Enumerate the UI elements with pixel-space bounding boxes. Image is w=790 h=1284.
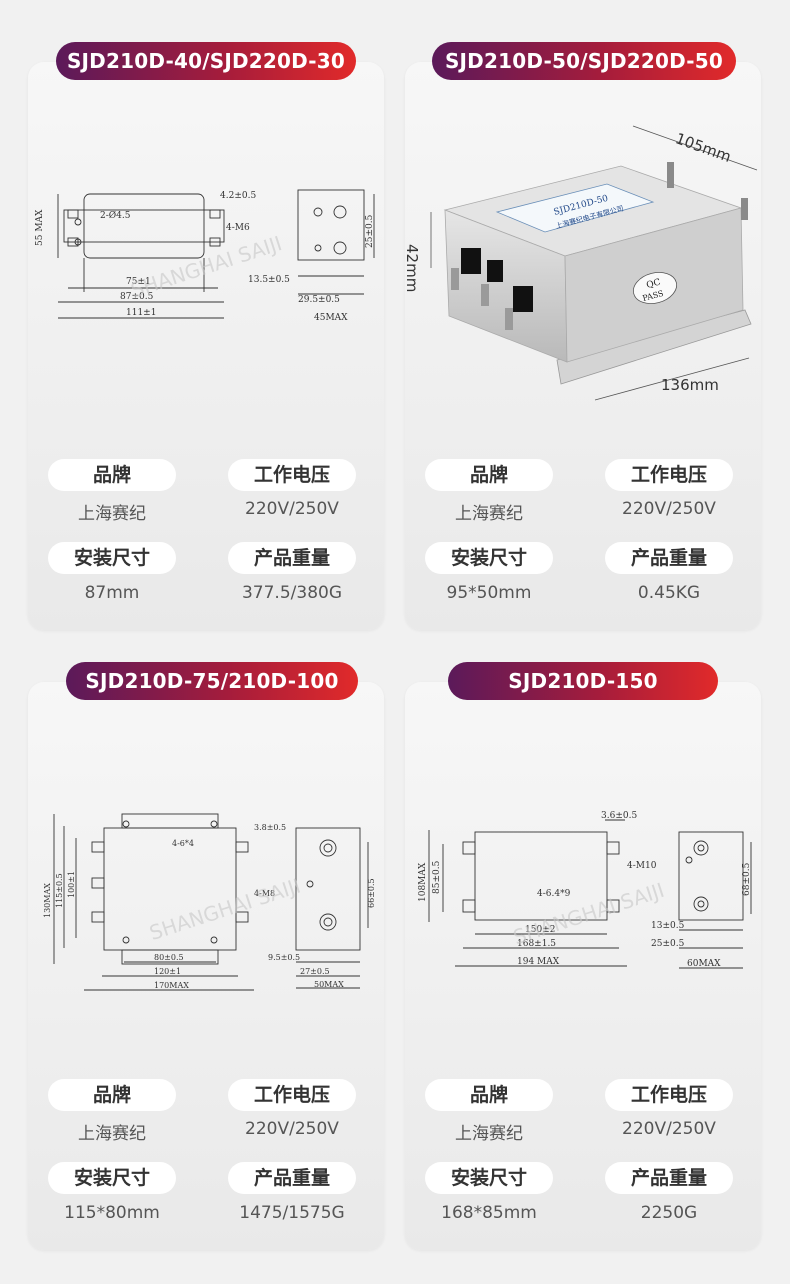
dim-label: 66±0.5	[367, 878, 376, 908]
spec-value-size: 87mm	[84, 583, 140, 603]
spec-label-voltage: 工作电压	[605, 459, 733, 491]
dim-label: 75±1	[126, 277, 151, 287]
spec-value-voltage: 220V/250V	[622, 1119, 716, 1139]
dim-label: 4.2±0.5	[220, 191, 256, 201]
spec-value-size: 168*85mm	[441, 1203, 537, 1223]
spec-value-voltage: 220V/250V	[245, 499, 339, 519]
dim-label: 55 MAX	[35, 209, 45, 246]
dim-label: 115±0.5	[55, 873, 64, 908]
spec-value-size: 95*50mm	[446, 583, 532, 603]
dim-label: 13.5±0.5	[248, 275, 290, 285]
dim-label: 194 MAX	[517, 957, 560, 967]
dim-label: 45MAX	[314, 313, 348, 323]
dim-label: 25±0.5	[651, 939, 685, 949]
product-card-3: 130MAX 115±0.5 100±1 4-6*4 3.8±0.5 4-M8 …	[28, 682, 384, 1250]
product-card-4: 108MAX 85±0.5 3.6±0.5 4-M10 4-6.4*9 150±…	[405, 682, 761, 1250]
spec-value-brand: 上海赛纪	[78, 1124, 146, 1144]
qc-text: QC	[645, 278, 661, 291]
spec-label-size: 安装尺寸	[425, 1162, 553, 1194]
spec-label-weight: 产品重量	[605, 1162, 733, 1194]
dimension-drawing-3: 130MAX 115±0.5 100±1 4-6*4 3.8±0.5 4-M8 …	[43, 813, 376, 991]
spec-label-voltage: 工作电压	[228, 1079, 356, 1111]
dim-label: 130MAX	[43, 883, 52, 918]
spec-label-weight: 产品重量	[228, 542, 356, 574]
dimension-drawing-1: 55 MAX 2-Ø4.5 4.2±0.5 4-M6 75±1 87±0.5 1…	[35, 189, 375, 323]
dim-label: 111±1	[126, 308, 156, 318]
product-title-4: SJD210D-150	[448, 662, 718, 700]
dim-label: 85±0.5	[432, 860, 442, 894]
spec-value-weight: 2250G	[640, 1203, 698, 1223]
spec-label-brand: 品牌	[425, 1079, 553, 1111]
spec-label-weight: 产品重量	[228, 1162, 356, 1194]
spec-value-brand: 上海赛纪	[78, 504, 146, 524]
dim-label: 120±1	[154, 967, 181, 976]
dim-length: 105mm	[673, 129, 734, 166]
spec-value-weight: 377.5/380G	[241, 583, 343, 603]
spec-label-brand: 品牌	[425, 459, 553, 491]
spec-label-voltage: 工作电压	[228, 459, 356, 491]
dim-label: 168±1.5	[517, 939, 556, 949]
dim-label: 25±0.5	[365, 214, 375, 248]
spec-label-size: 安装尺寸	[48, 1162, 176, 1194]
dim-label: 4-M6	[226, 223, 250, 233]
spec-label-weight: 产品重量	[605, 542, 733, 574]
dim-label: 27±0.5	[300, 967, 330, 976]
dim-label: 4-6*4	[172, 839, 194, 848]
dim-label: 50MAX	[314, 980, 344, 989]
dim-label: 170MAX	[154, 981, 189, 990]
dim-label: 9.5±0.5	[268, 953, 300, 962]
dim-label: 100±1	[67, 871, 76, 898]
dim-label: 3.8±0.5	[254, 823, 286, 832]
spec-value-weight: 1475/1575G	[239, 1203, 345, 1223]
spec-value-weight: 0.45KG	[637, 583, 701, 603]
spec-label-size: 安装尺寸	[425, 542, 553, 574]
dim-label: 4-6.4*9	[537, 889, 571, 899]
product-title-3: SJD210D-75/210D-100	[66, 662, 358, 700]
product-photo-2: SJD210D-50 上海赛纪电子有限公司 QC PASS 105mm 42mm…	[405, 125, 758, 401]
spec-value-voltage: 220V/250V	[245, 1119, 339, 1139]
spec-value-size: 115*80mm	[64, 1203, 160, 1223]
dim-label: 80±0.5	[154, 953, 184, 962]
dim-label: 87±0.5	[120, 292, 154, 302]
dim-label: 4-M10	[627, 861, 657, 871]
dim-label: 13±0.5	[651, 921, 685, 931]
product-title-2: SJD210D-50/SJD220D-50	[432, 42, 736, 80]
spec-label-brand: 品牌	[48, 459, 176, 491]
spec-value-brand: 上海赛纪	[455, 504, 523, 524]
dim-label: 2-Ø4.5	[100, 210, 131, 221]
product-card-2: SJD210D-50 上海赛纪电子有限公司 QC PASS 105mm 42mm…	[405, 62, 761, 630]
dimension-drawing-4: 108MAX 85±0.5 3.6±0.5 4-M10 4-6.4*9 150±…	[418, 811, 752, 969]
dim-label: 150±2	[525, 925, 555, 935]
product-card-1: 55 MAX 2-Ø4.5 4.2±0.5 4-M6 75±1 87±0.5 1…	[28, 62, 384, 630]
dim-label: 108MAX	[418, 862, 428, 902]
watermark: SHANGHAI SAIJI	[510, 878, 667, 949]
dim-label: 68±0.5	[742, 862, 752, 896]
dim-label: 4-M8	[254, 889, 275, 898]
dim-height: 42mm	[405, 244, 421, 292]
spec-value-brand: 上海赛纪	[455, 1124, 523, 1144]
spec-label-voltage: 工作电压	[605, 1079, 733, 1111]
dim-label: 60MAX	[687, 959, 721, 969]
dim-label: 29.5±0.5	[298, 295, 340, 305]
spec-value-voltage: 220V/250V	[622, 499, 716, 519]
dim-width: 136mm	[661, 376, 719, 394]
product-title-1: SJD210D-40/SJD220D-30	[56, 42, 356, 80]
dim-label: 3.6±0.5	[601, 811, 637, 821]
spec-label-size: 安装尺寸	[48, 542, 176, 574]
watermark: SHANGHAI SAIJI	[146, 874, 303, 945]
spec-label-brand: 品牌	[48, 1079, 176, 1111]
